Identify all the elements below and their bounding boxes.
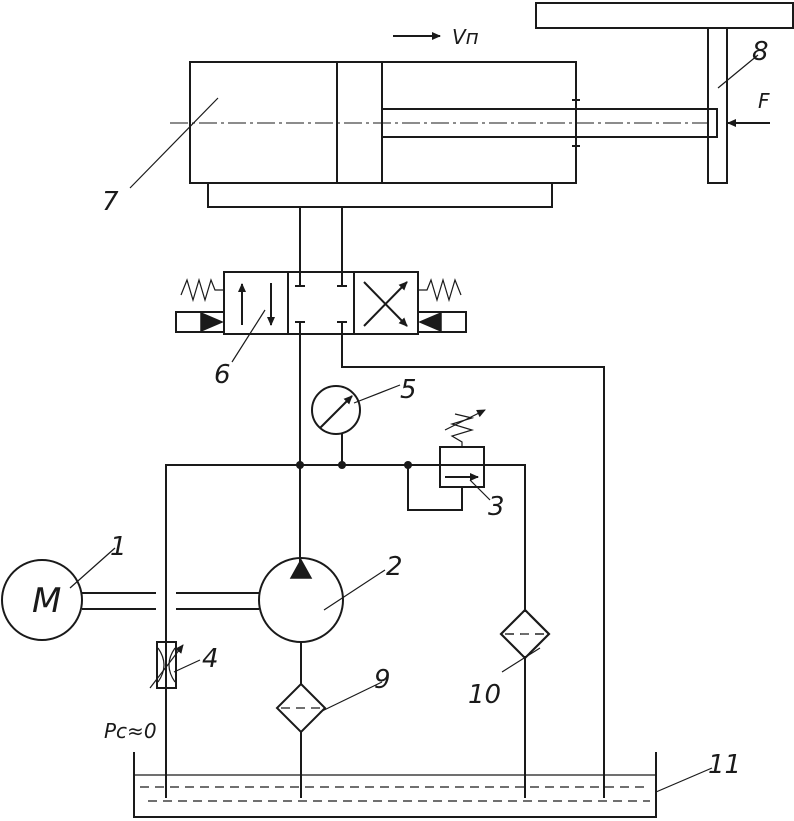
- component-number-7: 7: [102, 187, 119, 217]
- return-filter: [499, 608, 551, 660]
- motor-symbol: M: [32, 581, 61, 621]
- load-body: [535, 2, 794, 184]
- component-number-1: 1: [110, 532, 127, 562]
- velocity-label: Vп: [452, 25, 479, 49]
- component-number-8: 8: [752, 37, 769, 67]
- suction-filter: [275, 642, 327, 798]
- electric-motor: [1, 559, 83, 641]
- tank-pressure-label: Pс≈0: [104, 719, 157, 743]
- component-number-6: 6: [214, 360, 231, 390]
- oil-tank: [133, 752, 657, 818]
- relief-valve: [407, 409, 486, 511]
- component-number-2: 2: [386, 552, 403, 582]
- leader-lines: [69, 54, 759, 793]
- hydraulic-cylinder: [170, 61, 718, 208]
- cylinder-pipes: [299, 207, 343, 272]
- component-number-3: 3: [488, 492, 505, 522]
- component-number-4: 4: [202, 644, 219, 674]
- pressure-gauge: [311, 385, 361, 435]
- component-number-10: 10: [468, 680, 501, 710]
- throttle-valve: [149, 641, 184, 689]
- component-number-11: 11: [708, 750, 741, 780]
- component-number-9: 9: [374, 665, 391, 695]
- hydraulic-pump: [258, 557, 344, 643]
- return-line: [341, 334, 605, 775]
- directional-valve: [175, 271, 467, 335]
- drive-shaft: [82, 592, 259, 610]
- component-number-5: 5: [400, 375, 417, 405]
- force-label: F: [758, 89, 770, 113]
